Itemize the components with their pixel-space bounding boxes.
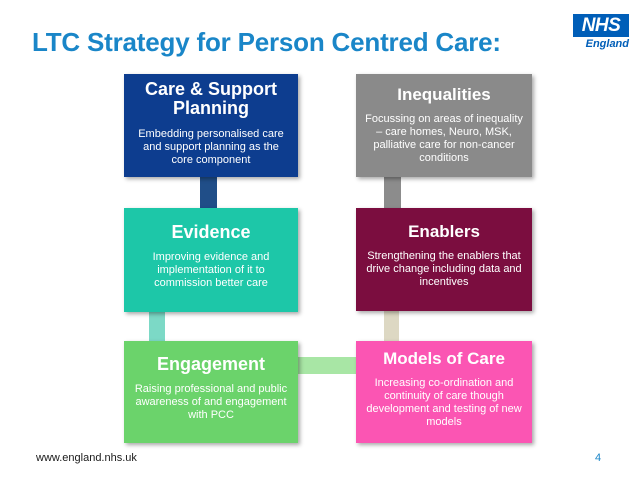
inequalities-box: Inequalities Focussing on areas of inequ…: [356, 74, 532, 177]
enablers-description: Strengthening the enablers that drive ch…: [366, 250, 522, 289]
evidence-description: Improving evidence and implementation of…: [152, 251, 270, 290]
connector-models-to-enablers: [384, 311, 399, 341]
enablers-box: Enablers Strengthening the enablers that…: [356, 208, 532, 311]
inequalities-description: Focussing on areas of inequality – care …: [365, 113, 523, 165]
connector-evidence-to-engagement: [149, 312, 165, 341]
care-support-planning-box: Care & Support Planning Embedding person…: [124, 74, 298, 177]
engagement-description: Raising professional and public awarenes…: [134, 383, 288, 422]
evidence-box: Evidence Improving evidence and implemen…: [124, 208, 298, 312]
engagement-box: Engagement Raising professional and publ…: [124, 341, 298, 443]
models-of-care-description: Increasing co-ordination and continuity …: [366, 377, 522, 429]
page-number: 4: [595, 452, 602, 464]
connector-care-to-evidence: [200, 177, 217, 208]
care-support-planning-heading: Care & Support Planning: [144, 79, 277, 119]
footer-url: www.england.nhs.uk: [36, 452, 137, 464]
nhs-logo-region: England: [585, 38, 629, 50]
page-title: LTC Strategy for Person Centred Care:: [32, 27, 501, 57]
connector-enablers-to-inequalities: [384, 177, 401, 208]
evidence-heading: Evidence: [171, 222, 251, 242]
inequalities-heading: Inequalities: [397, 85, 491, 104]
nhs-england-logo: NHS England: [573, 14, 629, 50]
models-of-care-box: Models of Care Increasing co-ordination …: [356, 341, 532, 443]
care-support-planning-description: Embedding personalised care and support …: [138, 127, 284, 166]
models-of-care-heading: Models of Care: [383, 349, 505, 368]
nhs-logo-mark: NHS: [573, 14, 629, 37]
connector-engagement-to-models: [298, 357, 356, 374]
engagement-heading: Engagement: [156, 354, 266, 374]
enablers-heading: Enablers: [408, 222, 480, 241]
